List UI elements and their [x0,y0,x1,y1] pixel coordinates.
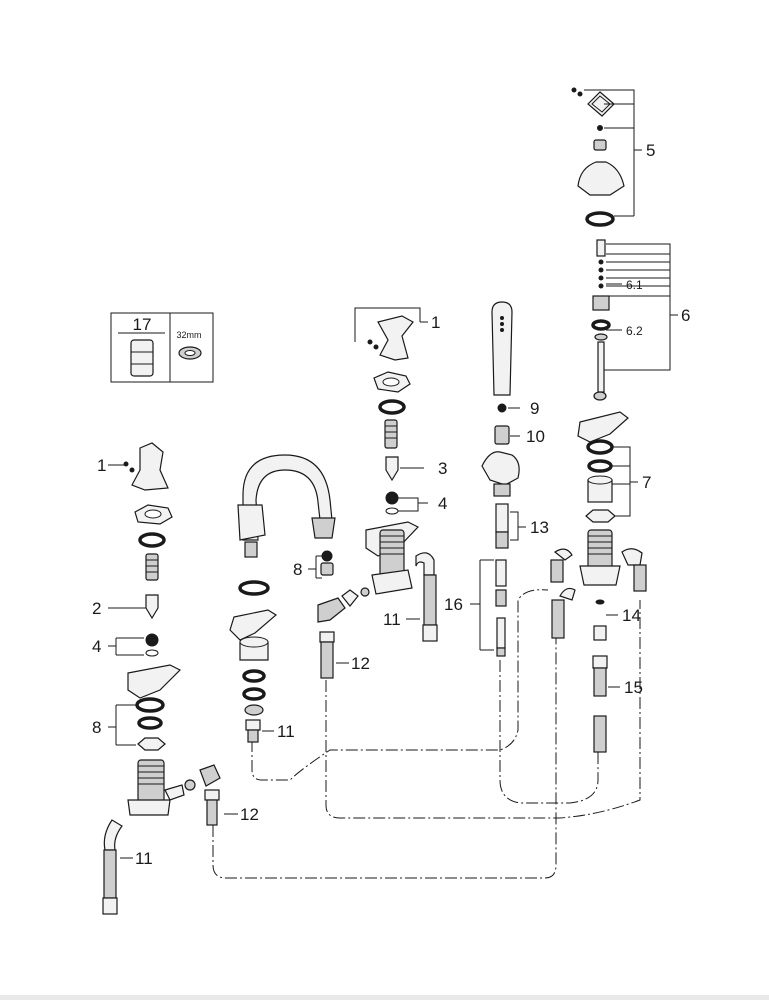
label-9: 9 [530,399,539,418]
middle-leaders [336,307,428,664]
middle-valve-assembly [317,315,438,679]
label-10: 10 [526,427,545,446]
left-handle [131,442,169,491]
page-bottom-band [0,995,769,1000]
label-11-mid: 11 [383,610,401,629]
hand-shower-assembly [481,301,520,657]
left-valve-assembly [102,442,221,915]
label-6-2: 6.2 [626,324,643,338]
left-leaders [108,464,238,859]
label-6: 6 [681,306,690,325]
label-14: 14 [622,606,641,625]
tool-box: 17 32mm [110,312,214,383]
spout-leaders [262,555,322,732]
hose-routing-lines [212,589,641,879]
label-11-left: 11 [135,849,153,868]
label-13: 13 [530,518,549,537]
label-8-mid: 8 [293,560,302,579]
label-6-1: 6.1 [626,278,643,292]
middle-handle [377,315,414,361]
tool-box-number: 17 [133,315,152,334]
label-7: 7 [642,473,651,492]
label-2: 2 [92,599,101,618]
right-valve-assembly [550,87,647,753]
label-16: 16 [444,595,463,614]
tool-box-size: 32mm [176,330,201,340]
label-12-left: 12 [240,805,259,824]
part-labels: 1 2 4 8 12 11 8 11 1 3 4 11 12 9 10 13 1… [92,141,690,868]
label-8-left: 8 [92,718,101,737]
label-11-spout: 11 [277,722,295,741]
hand-shower [491,301,513,396]
cartridge-tool-icon [130,339,154,377]
hand-shower-leaders [470,407,526,651]
label-15: 15 [624,678,643,697]
label-3: 3 [438,459,447,478]
spout-assembly [229,454,336,743]
label-12-mid: 12 [351,654,370,673]
label-4-mid: 4 [438,494,447,513]
label-1-left: 1 [97,456,106,475]
label-1-top: 1 [431,313,440,332]
right-leaders [584,89,678,688]
label-4-left: 4 [92,637,101,656]
label-5: 5 [646,141,655,160]
